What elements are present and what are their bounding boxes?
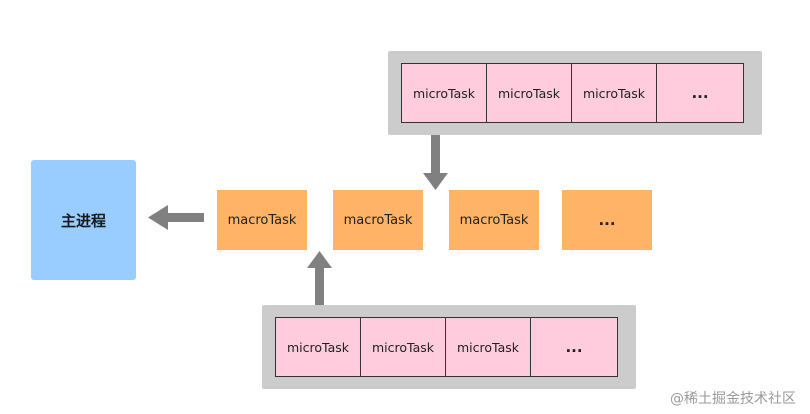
- macro-task-label: macroTask: [343, 212, 413, 228]
- macro-task-ellipsis: ...: [598, 211, 616, 229]
- micro-task-label: microTask: [497, 85, 560, 101]
- micro-task-cell: microTask: [572, 64, 657, 122]
- macro-task-1: macroTask: [217, 190, 307, 250]
- micro-queue-top: microTask microTask microTask ...: [388, 51, 762, 135]
- micro-queue-bottom-row: microTask microTask microTask ...: [275, 317, 618, 377]
- arrow-up-icon: [307, 251, 332, 306]
- micro-task-cell: microTask: [402, 64, 487, 122]
- arrow-left-icon: [148, 205, 204, 230]
- micro-task-cell-more: ...: [657, 64, 743, 122]
- macro-task-2: macroTask: [333, 190, 423, 250]
- micro-task-label: microTask: [582, 85, 645, 101]
- watermark: @稀土掘金技术社区: [670, 391, 796, 407]
- micro-task-cell-more: ...: [531, 318, 617, 376]
- micro-task-cell: microTask: [276, 318, 361, 376]
- arrow-down-icon: [423, 135, 448, 190]
- micro-task-cell: microTask: [361, 318, 446, 376]
- micro-task-label: microTask: [286, 339, 349, 355]
- micro-queue-bottom: microTask microTask microTask ...: [262, 305, 636, 389]
- macro-task-label: macroTask: [459, 212, 529, 228]
- micro-task-ellipsis: ...: [565, 338, 583, 356]
- macro-task-label: macroTask: [227, 212, 297, 228]
- micro-task-cell: microTask: [487, 64, 572, 122]
- macro-task-more: ...: [562, 190, 652, 250]
- macro-task-3: macroTask: [449, 190, 539, 250]
- main-process-box: 主进程: [31, 160, 136, 280]
- micro-task-ellipsis: ...: [691, 84, 709, 102]
- micro-queue-top-row: microTask microTask microTask ...: [401, 63, 744, 123]
- micro-task-label: microTask: [371, 339, 434, 355]
- micro-task-label: microTask: [412, 85, 475, 101]
- main-process-label: 主进程: [60, 211, 106, 230]
- micro-task-label: microTask: [456, 339, 519, 355]
- micro-task-cell: microTask: [446, 318, 531, 376]
